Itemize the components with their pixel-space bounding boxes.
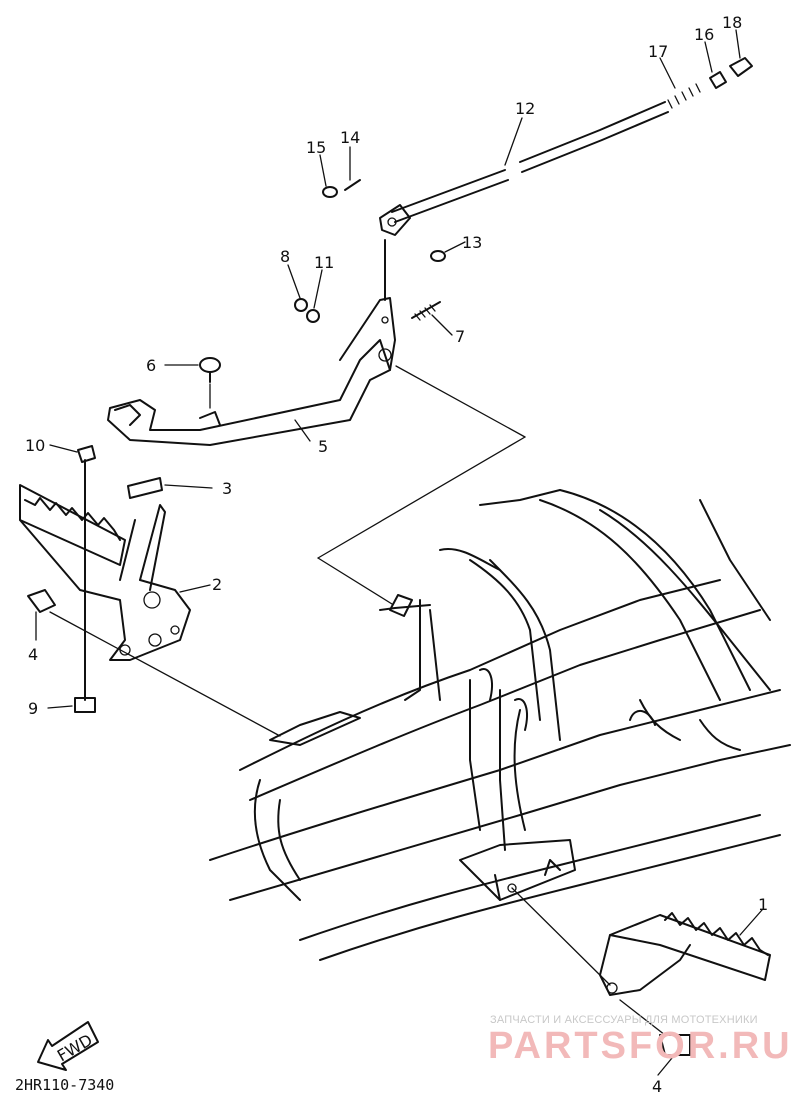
- frame: [209, 489, 791, 961]
- callout-12: 12: [515, 99, 535, 118]
- watermark-tagline: ЗАПЧАСТИ И АКСЕССУАРЫ ДЛЯ МОТОТЕХНИКИ: [490, 1014, 758, 1026]
- callout-4-right: 4: [652, 1077, 662, 1096]
- callout-8: 8: [280, 247, 290, 266]
- callout-5: 5: [318, 437, 328, 456]
- callout-11: 11: [314, 253, 334, 272]
- callout-18: 18: [722, 13, 742, 32]
- callout-17: 17: [648, 42, 668, 61]
- callout-1: 1: [758, 895, 768, 914]
- callout-2: 2: [212, 575, 222, 594]
- callout-9: 9: [28, 699, 38, 718]
- callout-labels: 1 2 3 4 4 5 6 7 8 9 10 11 12 13 14 15 16…: [25, 13, 768, 1096]
- fwd-label: FWD: [54, 1030, 96, 1065]
- callout-10: 10: [25, 436, 45, 455]
- leader-lines: [49, 365, 666, 1036]
- callout-13: 13: [462, 233, 482, 252]
- callout-15: 15: [306, 138, 326, 157]
- callout-3: 3: [222, 479, 232, 498]
- callout-14: 14: [340, 128, 360, 147]
- right-footrest-assembly: [599, 912, 771, 1056]
- brake-rod: [322, 57, 753, 617]
- callout-4-left: 4: [28, 645, 38, 664]
- callout-16: 16: [694, 25, 714, 44]
- pedal-hardware: [27, 298, 441, 713]
- callout-7: 7: [455, 327, 465, 346]
- fwd-arrow: FWD: [37, 1021, 99, 1071]
- callout-6: 6: [146, 356, 156, 375]
- diagram-code: 2HR110-7340: [15, 1076, 114, 1094]
- callout-leaders: [35, 29, 763, 1076]
- watermark-brand: PARTSFOR.RU: [488, 1025, 793, 1067]
- brake-pedal: [107, 239, 396, 446]
- left-footrest-assembly: [19, 484, 191, 661]
